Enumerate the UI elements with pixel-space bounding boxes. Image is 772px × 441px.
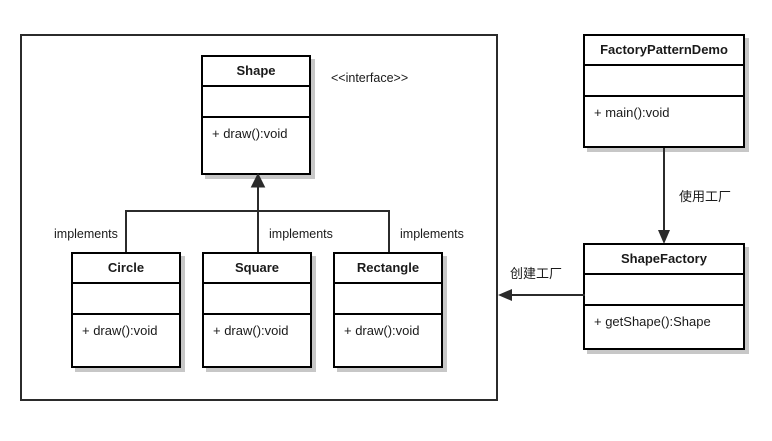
class-name-factory-pattern-demo: FactoryPatternDemo	[585, 36, 743, 66]
class-box-shape-factory[interactable]: ShapeFactory + getShape():Shape	[583, 243, 745, 350]
stereotype-interface-label: <<interface>>	[331, 71, 409, 85]
dependency-arrow-creates-shapes	[498, 289, 585, 301]
class-attributes-circle	[73, 284, 179, 315]
class-operations-shape-factory: + getShape():Shape	[594, 314, 711, 329]
inheritance-drop-circle	[125, 210, 127, 253]
class-operations-rectangle: + draw():void	[344, 323, 420, 338]
relation-label-uses-factory: 使用工厂	[679, 189, 732, 204]
class-box-factory-pattern-demo[interactable]: FactoryPatternDemo + main():void	[583, 34, 745, 148]
class-attributes-shape	[203, 87, 309, 118]
class-box-shape[interactable]: Shape + draw():void	[201, 55, 311, 175]
class-operations-square: + draw():void	[213, 323, 289, 338]
relation-label-creates-shapes: 创建工厂	[510, 266, 563, 281]
class-attributes-square	[204, 284, 310, 315]
relation-label-implements-circle: implements	[54, 227, 118, 241]
class-name-square: Square	[204, 254, 310, 284]
class-name-circle: Circle	[73, 254, 179, 284]
class-box-rectangle[interactable]: Rectangle + draw():void	[333, 252, 443, 368]
class-attributes-rectangle	[335, 284, 441, 315]
class-attributes-shape-factory	[585, 275, 743, 306]
relation-label-implements-square: implements	[269, 227, 333, 241]
inheritance-drop-square	[257, 210, 259, 253]
class-attributes-factory-pattern-demo	[585, 66, 743, 97]
shape-family-group-box	[20, 34, 498, 401]
class-box-square[interactable]: Square + draw():void	[202, 252, 312, 368]
class-operations-circle: + draw():void	[82, 323, 158, 338]
class-name-rectangle: Rectangle	[335, 254, 441, 284]
class-name-shape: Shape	[203, 57, 309, 87]
inheritance-drop-rectangle	[388, 210, 390, 253]
dependency-arrow-uses-factory	[658, 148, 670, 244]
class-operations-factory-pattern-demo: + main():void	[594, 105, 670, 120]
class-name-shape-factory: ShapeFactory	[585, 245, 743, 275]
relation-label-implements-rectangle: implements	[400, 227, 464, 241]
class-operations-shape: + draw():void	[212, 126, 288, 141]
class-box-circle[interactable]: Circle + draw():void	[71, 252, 181, 368]
generalization-arrow-to-shape	[250, 172, 266, 214]
